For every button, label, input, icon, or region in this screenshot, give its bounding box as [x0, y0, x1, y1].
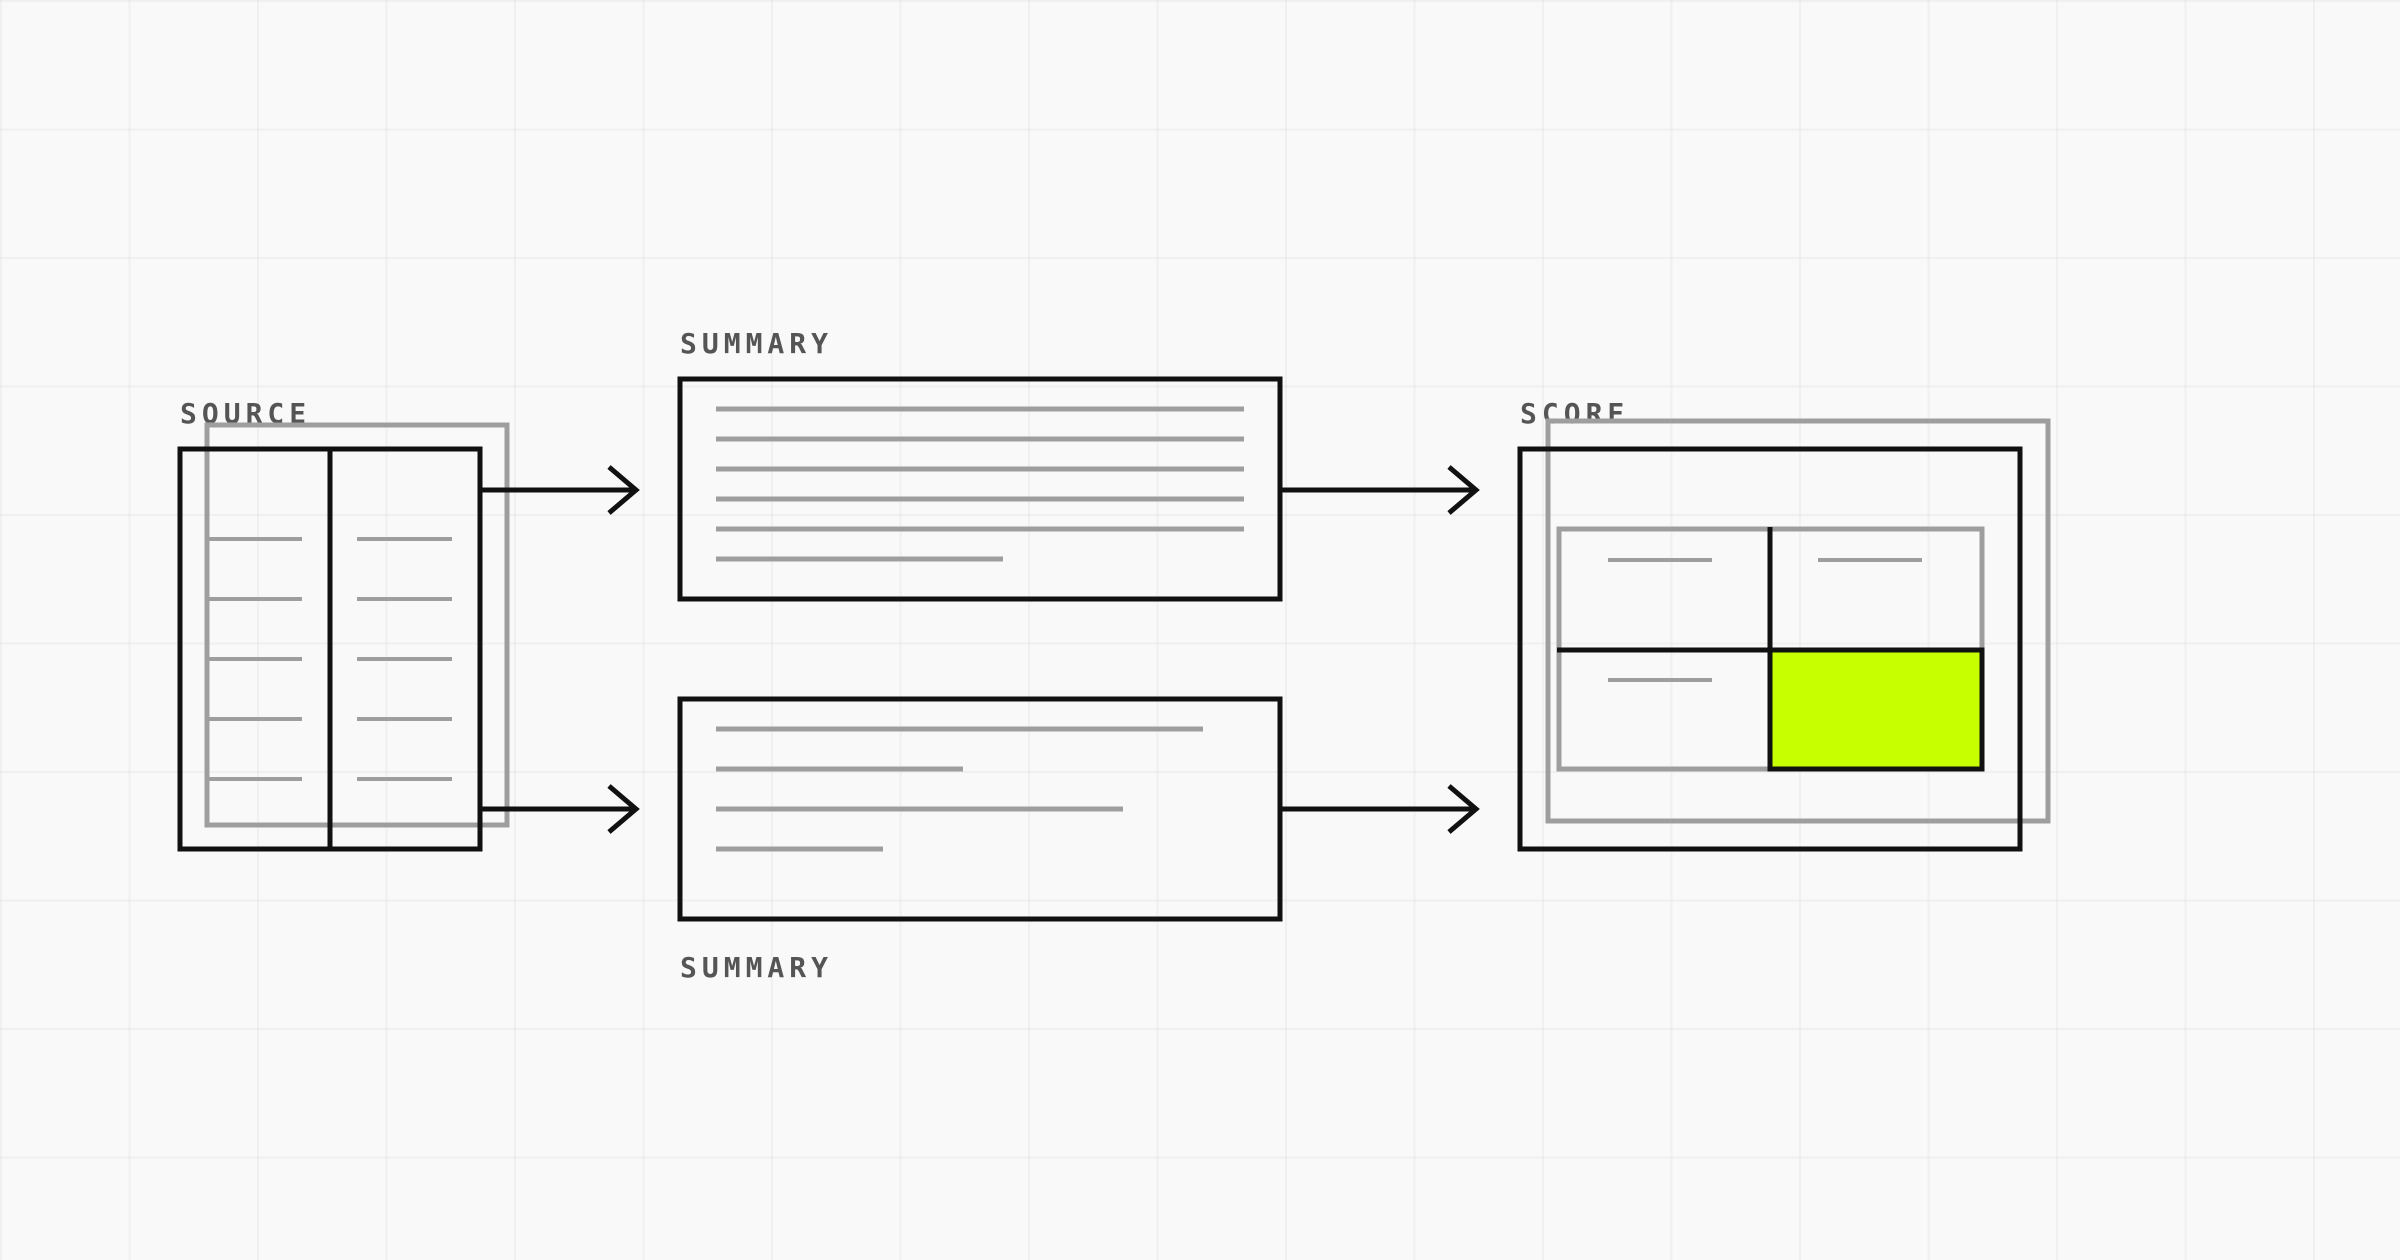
- summary-top-label: SUMMARY: [680, 327, 834, 360]
- arrow-source-to-summary-top: [480, 465, 640, 515]
- arrow-summary-bottom-to-score: [1280, 784, 1480, 834]
- score-grid-icon: [1517, 418, 2051, 852]
- summary-bottom-document-icon: [677, 696, 1283, 922]
- source-document-icon: [177, 422, 510, 852]
- score-highlight-cell: [1767, 647, 1985, 772]
- summary-top-document-icon: [677, 376, 1283, 602]
- summary-bottom-label: SUMMARY: [680, 951, 834, 984]
- arrow-summary-top-to-score: [1280, 465, 1480, 515]
- arrow-source-to-summary-bottom: [480, 784, 640, 834]
